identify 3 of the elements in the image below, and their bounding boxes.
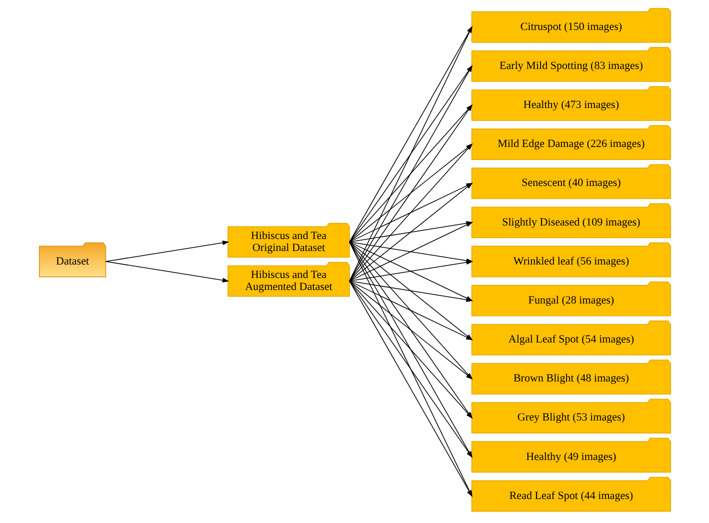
arrow xyxy=(104,261,229,282)
arrow xyxy=(348,260,472,282)
arrow xyxy=(104,240,229,262)
